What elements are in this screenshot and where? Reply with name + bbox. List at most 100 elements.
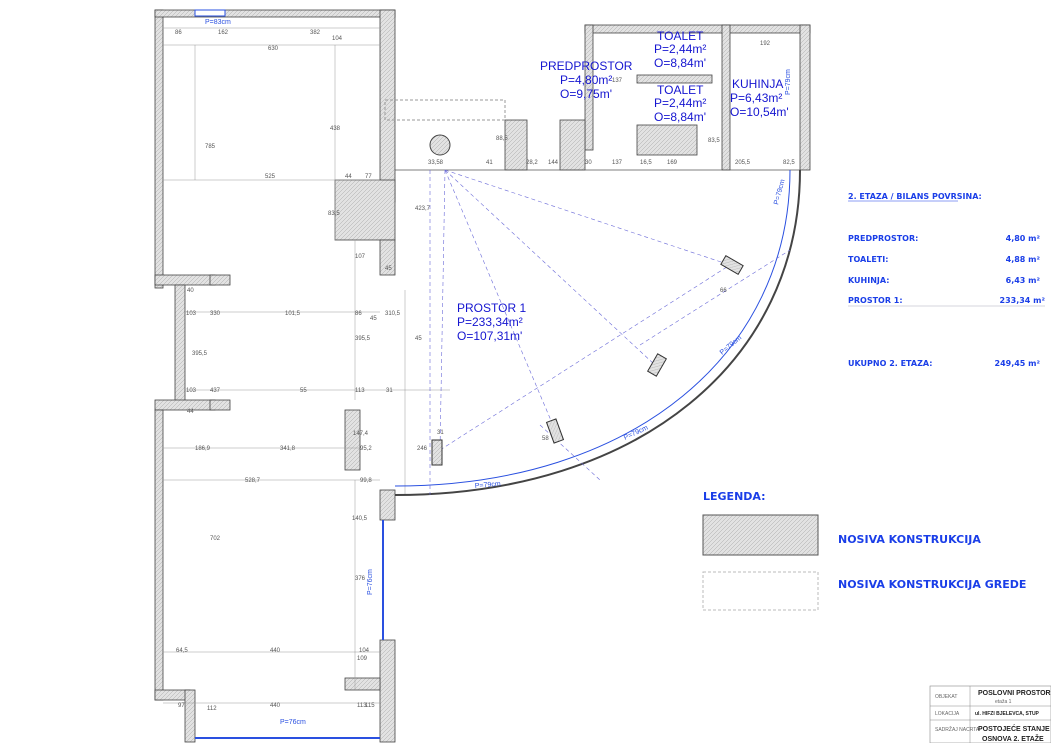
dimension-label: 205,5 <box>735 160 751 166</box>
svg-text:POSLOVNI PROSTOR: POSLOVNI PROSTOR <box>978 690 1051 697</box>
dimension-label: 310,5 <box>385 311 401 317</box>
svg-text:PREDPROSTOR:: PREDPROSTOR: <box>848 234 918 243</box>
dimension-label: 77 <box>365 174 372 180</box>
dimension-label: 341,8 <box>280 446 296 452</box>
svg-text:LEGENDA:: LEGENDA: <box>703 490 766 503</box>
svg-text:SADRŽAJ NACRTA: SADRŽAJ NACRTA <box>935 725 980 733</box>
opening-label: P=79cm <box>475 481 502 490</box>
dimension-label: 88,5 <box>496 136 508 142</box>
svg-text:TOALETI:: TOALETI: <box>848 255 888 264</box>
opening-label: P=76cm <box>280 719 306 726</box>
svg-text:249,45 m²: 249,45 m² <box>995 359 1041 368</box>
curved-window <box>394 169 791 487</box>
opening-label: P=79cm <box>773 179 787 206</box>
dimension-label: 82,5 <box>783 160 795 166</box>
dimension-label: 525 <box>265 174 276 180</box>
dimension-label: 55 <box>300 388 307 394</box>
dimension-label: 437 <box>210 388 221 394</box>
dimension-label: 162 <box>218 30 229 36</box>
svg-text:OSNOVA 2. ETAŽE: OSNOVA 2. ETAŽE <box>982 734 1044 743</box>
annex-dashed-outline <box>384 99 506 121</box>
dimension-label: 97 <box>178 703 185 709</box>
dimension-label: 103 <box>186 311 197 317</box>
dimension-label: 41 <box>486 160 493 166</box>
dimension-label: 440 <box>270 648 281 654</box>
dimension-label: 440 <box>270 703 281 709</box>
svg-text:LOKACIJA: LOKACIJA <box>935 711 960 717</box>
dimension-label: 99,8 <box>360 478 372 484</box>
dimension-label: 101,5 <box>285 311 301 317</box>
curved-facade <box>394 169 801 496</box>
dimension-label: 144 <box>548 160 559 166</box>
room-predprostor: PREDPROSTOR P=4,80m² O=9,75m' <box>540 59 633 101</box>
svg-text:O=10,54m': O=10,54m' <box>730 105 789 119</box>
svg-text:O=9,75m': O=9,75m' <box>560 87 612 101</box>
svg-text:P=6,43m²: P=6,43m² <box>730 91 782 105</box>
svg-text:P=2,44m²: P=2,44m² <box>654 96 706 110</box>
svg-text:4,88 m²: 4,88 m² <box>1006 255 1041 264</box>
dimension-label: 44 <box>187 409 194 415</box>
dimension-label: 40 <box>187 288 194 294</box>
svg-text:P=4,80m²: P=4,80m² <box>560 73 612 87</box>
dimension-label: 113 <box>357 703 367 709</box>
dimension-label: 58 <box>542 436 549 442</box>
dimension-label: 31 <box>437 430 444 436</box>
opening-label: P=83cm <box>205 19 231 26</box>
dimension-label: 147,4 <box>353 431 369 437</box>
svg-text:2. ETAZA / BILANS POVRSINA:: 2. ETAZA / BILANS POVRSINA: <box>848 192 982 201</box>
dimension-label: 45 <box>385 266 392 272</box>
dimension-label: 107 <box>355 254 366 260</box>
svg-text:P=233,34m²: P=233,34m² <box>457 315 523 329</box>
svg-text:etaža 1: etaža 1 <box>995 699 1012 705</box>
dimension-label: 113 <box>355 388 365 394</box>
svg-text:P=2,44m²: P=2,44m² <box>654 42 706 56</box>
opening-label: P=79cm <box>785 69 792 95</box>
dimension-label: 45 <box>370 316 377 322</box>
dimension-label: 83,5 <box>328 211 340 217</box>
svg-text:6,43 m²: 6,43 m² <box>1006 276 1041 285</box>
svg-text:UKUPNO 2. ETAZA:: UKUPNO 2. ETAZA: <box>848 359 932 368</box>
opening-labels: P=83cmP=79cmP=79cmP=79cmP=79cmP=79cmP=76… <box>205 19 792 726</box>
dimension-label: 169 <box>667 160 678 166</box>
dimension-label: 395,5 <box>355 336 371 342</box>
svg-text:ul. HIFZI BJELEVCA, STUP: ul. HIFZI BJELEVCA, STUP <box>975 711 1040 717</box>
svg-text:O=107,31m': O=107,31m' <box>457 329 522 343</box>
dimension-label: 140,5 <box>352 516 368 522</box>
legend: LEGENDA: NOSIVA KONSTRUKCIJA NOSIVA KONS… <box>702 490 1026 611</box>
dimension-label: 630 <box>268 46 279 52</box>
dimension-label: 95,2 <box>360 446 372 452</box>
legend-swatch-beams <box>702 571 819 611</box>
dimension-label: 44 <box>345 174 352 180</box>
beam-lines <box>429 169 791 495</box>
title-block: OBJEKAT POSLOVNI PROSTOR etaža 1 LOKACIJ… <box>929 685 1051 743</box>
dimension-label: 109 <box>357 656 368 662</box>
left-wing-dimension-lines <box>163 27 450 704</box>
dimension-label: 186,9 <box>195 446 211 452</box>
annex-walls <box>504 24 811 171</box>
dimension-label: 103 <box>186 388 197 394</box>
area-balance-table: 2. ETAZA / BILANS POVRSINA: PREDPROSTOR:… <box>848 192 1045 368</box>
svg-text:KUHINJA:: KUHINJA: <box>848 276 889 285</box>
dimension-label: 28,2 <box>526 160 538 166</box>
dimension-label: 423,7 <box>415 206 431 212</box>
svg-text:233,34 m²: 233,34 m² <box>1000 296 1046 305</box>
dimension-label: 246 <box>417 446 428 452</box>
svg-text:PROSTOR 1:: PROSTOR 1: <box>848 296 903 305</box>
opening-label: P=76cm <box>367 569 374 595</box>
svg-text:OBJEKAT: OBJEKAT <box>935 694 957 700</box>
dimension-label: 438 <box>330 126 341 132</box>
dimension-label: 785 <box>205 144 216 150</box>
dimension-label: 66 <box>720 288 727 294</box>
dimension-label: 112 <box>207 706 217 712</box>
dimension-label: 330 <box>210 311 221 317</box>
pillars <box>431 254 744 466</box>
dimension-label: 115 <box>365 703 375 709</box>
svg-text:POSTOJEĆE STANJE: POSTOJEĆE STANJE <box>978 724 1050 733</box>
dimension-label: 45 <box>415 336 422 342</box>
svg-text:TOALET: TOALET <box>657 29 704 43</box>
dimension-label: 382 <box>310 30 321 36</box>
svg-text:4,80 m²: 4,80 m² <box>1006 234 1041 243</box>
dimension-label: 86 <box>175 30 182 36</box>
